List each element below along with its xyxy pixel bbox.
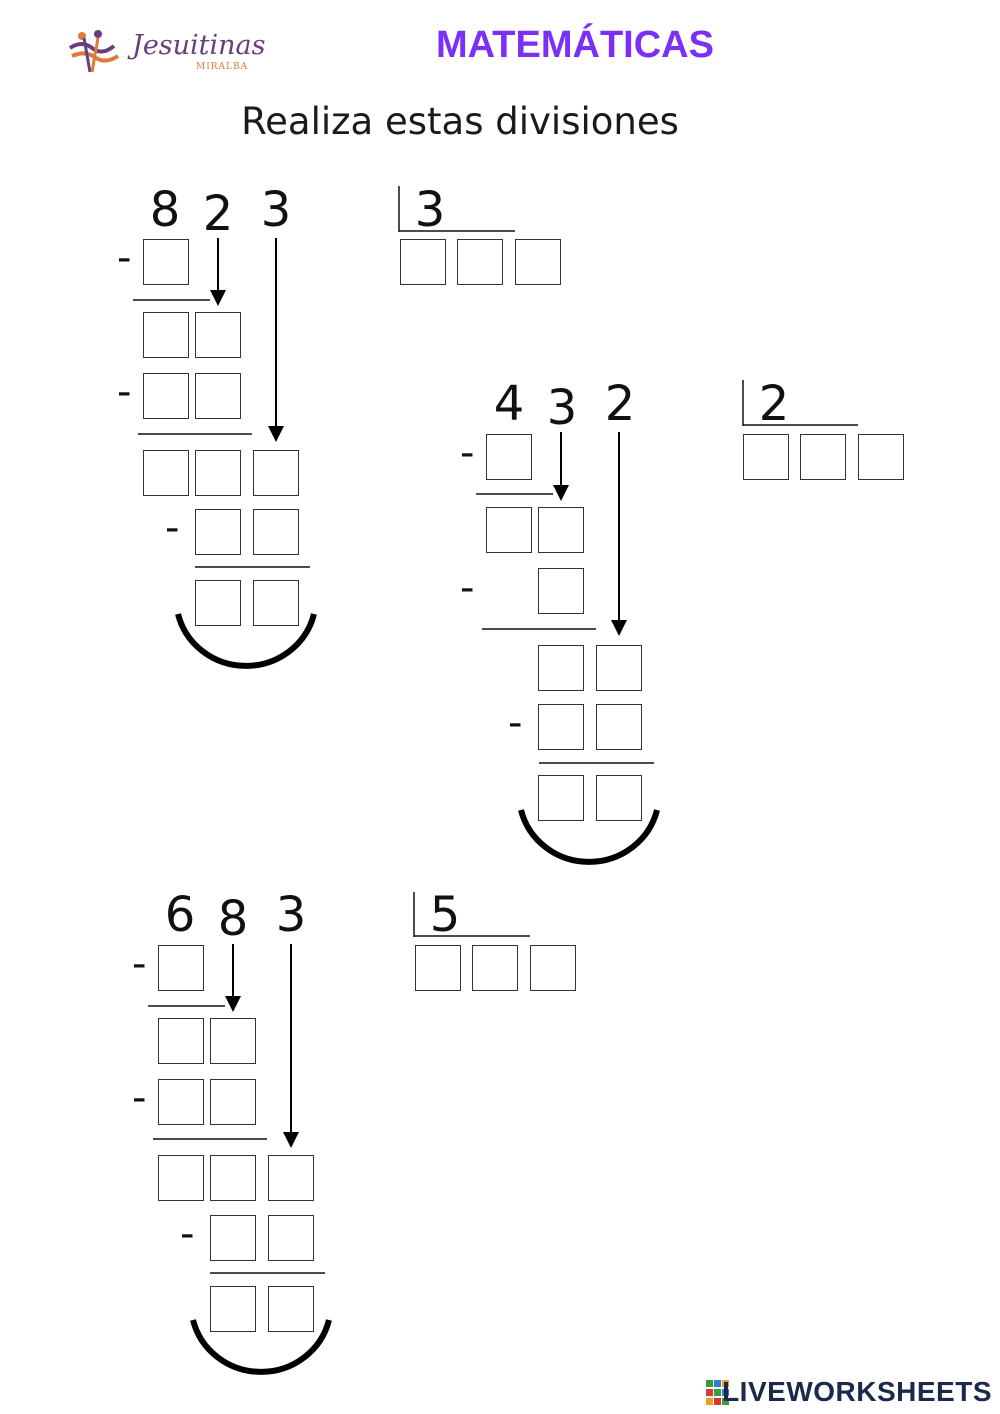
minus-sign: - [165, 505, 180, 551]
remainder-box[interactable] [195, 580, 241, 626]
quotient-box[interactable] [858, 434, 904, 480]
answer-box[interactable] [158, 1079, 204, 1125]
answer-box[interactable] [195, 373, 241, 419]
minus-sign: - [460, 565, 475, 611]
quotient-box[interactable] [743, 434, 789, 480]
remainder-box[interactable] [253, 580, 299, 626]
answer-box[interactable] [268, 1215, 314, 1261]
answer-box[interactable] [538, 704, 584, 750]
answer-box[interactable] [538, 568, 584, 614]
dividend-digit: 6 [164, 887, 196, 943]
answer-box[interactable] [486, 434, 532, 480]
answer-box[interactable] [158, 945, 204, 991]
quotient-box[interactable] [457, 239, 503, 285]
minus-sign: - [180, 1211, 195, 1257]
minus-sign: - [117, 235, 132, 281]
remainder-box[interactable] [538, 775, 584, 821]
dividend-digit: 3 [275, 887, 307, 943]
answer-box[interactable] [195, 312, 241, 358]
quotient-box[interactable] [400, 239, 446, 285]
answer-box[interactable] [268, 1155, 314, 1201]
ihs-logo-icon [68, 30, 120, 73]
answer-box[interactable] [210, 1079, 256, 1125]
divisor: 5 [429, 887, 461, 943]
liveworksheets-icon [706, 1380, 730, 1406]
answer-box[interactable] [143, 312, 189, 358]
dividend-digit: 2 [202, 186, 234, 242]
logo-subtext: MIRALBA [196, 62, 249, 72]
answer-box[interactable] [253, 509, 299, 555]
answer-box[interactable] [596, 704, 642, 750]
answer-box[interactable] [143, 450, 189, 496]
answer-box[interactable] [210, 1155, 256, 1201]
dividend-digit: 2 [604, 376, 636, 432]
answer-box[interactable] [210, 1215, 256, 1261]
answer-box[interactable] [538, 507, 584, 553]
quotient-box[interactable] [800, 434, 846, 480]
dividend-digit: 8 [217, 891, 249, 947]
dividend-digit: 3 [260, 182, 292, 238]
quotient-box[interactable] [515, 239, 561, 285]
quotient-box[interactable] [472, 945, 518, 991]
answer-box[interactable] [538, 645, 584, 691]
remainder-box[interactable] [268, 1286, 314, 1332]
answer-box[interactable] [195, 450, 241, 496]
quotient-box[interactable] [415, 945, 461, 991]
minus-sign: - [460, 430, 475, 476]
answer-box[interactable] [143, 373, 189, 419]
minus-sign: - [132, 941, 147, 987]
answer-box[interactable] [210, 1018, 256, 1064]
dividend-digit: 4 [493, 376, 525, 432]
minus-sign: - [132, 1075, 147, 1121]
divisor: 3 [414, 182, 446, 238]
dividend-digit: 8 [149, 182, 181, 238]
answer-box[interactable] [253, 450, 299, 496]
instruction-text: Realiza estas divisiones [241, 100, 679, 143]
remainder-box[interactable] [596, 775, 642, 821]
divisor: 2 [758, 376, 790, 432]
answer-box[interactable] [143, 239, 189, 285]
minus-sign: - [117, 369, 132, 415]
school-logo [62, 26, 252, 80]
answer-box[interactable] [158, 1018, 204, 1064]
answer-box[interactable] [596, 645, 642, 691]
logo-text: Jesuitinas [132, 30, 266, 61]
quotient-box[interactable] [530, 945, 576, 991]
answer-box[interactable] [158, 1155, 204, 1201]
footer-brand[interactable]: LIVEWORKSHEETS [722, 1376, 992, 1407]
minus-sign: - [508, 700, 523, 746]
page-title: MATEMÁTICAS [436, 24, 714, 66]
dividend-digit: 3 [546, 380, 578, 436]
answer-box[interactable] [195, 509, 241, 555]
remainder-box[interactable] [210, 1286, 256, 1332]
answer-box[interactable] [486, 507, 532, 553]
